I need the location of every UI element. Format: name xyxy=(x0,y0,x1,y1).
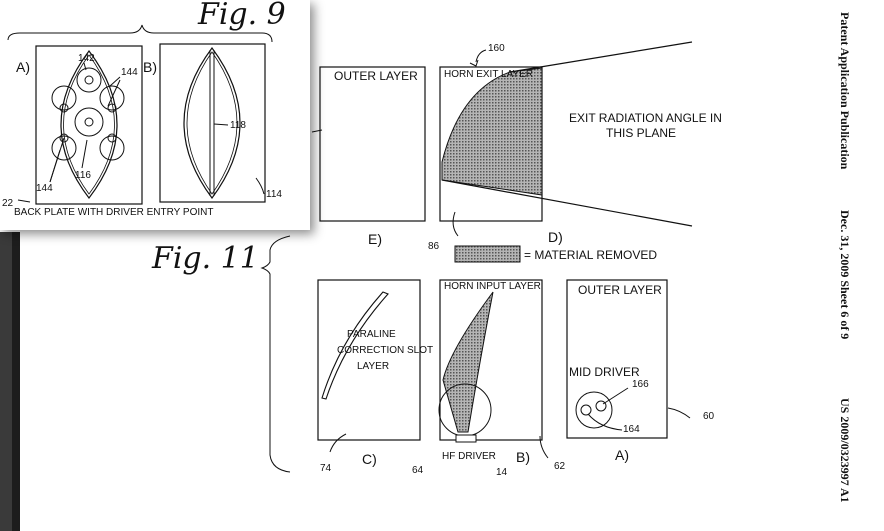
fig9-ref-114: 114 xyxy=(266,189,282,200)
panel-d-label: D) xyxy=(548,229,563,245)
fig9-title: Fig. 9 xyxy=(198,0,286,32)
panel-a-outer-layer xyxy=(566,279,668,439)
exit-radiation-l2: THIS PLANE xyxy=(606,126,677,140)
panel-c-label: C) xyxy=(362,451,377,467)
outer-layer-bottom-label: OUTER LAYER xyxy=(578,283,662,297)
paraline-slot xyxy=(321,291,389,400)
panel-e-outer-layer xyxy=(319,66,426,222)
ref-74: 74 xyxy=(320,463,332,474)
header-publication: Patent Application Publication xyxy=(838,12,852,170)
fig9-panel: Fig. 9 A) B) 142 144 144 116 118 114 22 … xyxy=(0,0,310,230)
ref-62: 62 xyxy=(554,461,566,472)
legend-text: = MATERIAL REMOVED xyxy=(524,248,658,262)
fig11-title: Fig. 11 xyxy=(152,241,259,276)
horn-exit-layer-label: HORN EXIT LAYER xyxy=(444,69,534,80)
panel-b-horn-input xyxy=(439,279,543,441)
panel-a-label: A) xyxy=(615,447,629,463)
fig9-ref-144a: 144 xyxy=(121,67,138,78)
ref-160: 160 xyxy=(488,43,505,54)
horn-input-layer-label: HORN INPUT LAYER xyxy=(444,281,541,292)
fig9-panel-b-box xyxy=(159,43,266,203)
header-date-sheet: Dec. 31, 2009 Sheet 6 of 9 xyxy=(838,210,852,340)
panel-e-label: E) xyxy=(368,231,382,247)
fig9-panel-a-box xyxy=(35,45,143,205)
fig9-ref-142: 142 xyxy=(78,53,95,64)
ref-164: 164 xyxy=(623,424,640,435)
horn-exit-removed xyxy=(441,67,543,196)
fig9-panel-b-label: B) xyxy=(143,59,157,75)
mid-driver-circle xyxy=(575,391,613,429)
fig9-ref-22: 22 xyxy=(2,198,14,209)
paraline-l3: LAYER xyxy=(357,361,390,372)
hf-driver-label: HF DRIVER xyxy=(442,451,496,462)
ref-86: 86 xyxy=(428,241,440,252)
panel-b-label: B) xyxy=(516,449,530,465)
paraline-l1: PARALINE xyxy=(347,329,396,340)
header-number: US 2009/0323997 A1 xyxy=(838,398,852,503)
panel-c-paraline xyxy=(317,279,421,441)
fig11-brace xyxy=(260,235,291,473)
fig9-drawing xyxy=(7,24,273,205)
fig9-caption: BACK PLATE WITH DRIVER ENTRY POINT xyxy=(14,207,214,218)
legend-swatch xyxy=(454,245,521,263)
exit-radiation-l1: EXIT RADIATION ANGLE IN xyxy=(569,111,722,125)
outer-layer-top-label: OUTER LAYER xyxy=(334,69,418,83)
mid-driver-label: MID DRIVER xyxy=(569,365,640,379)
fig9-ref-118: 118 xyxy=(230,120,246,131)
fig9-ref-144b: 144 xyxy=(36,183,53,194)
fig9-brace xyxy=(7,24,273,43)
viewer-edge-shadow xyxy=(12,232,20,531)
ref-64: 64 xyxy=(412,465,424,476)
fig9-ref-116: 116 xyxy=(75,170,91,181)
ref-166: 166 xyxy=(632,379,649,390)
fig9-panel-a-label: A) xyxy=(16,59,30,75)
paraline-l2: CORRECTION SLOT xyxy=(337,345,434,356)
ref-60: 60 xyxy=(703,411,715,422)
ref-14: 14 xyxy=(496,467,508,478)
horn-input-removed xyxy=(442,291,494,433)
